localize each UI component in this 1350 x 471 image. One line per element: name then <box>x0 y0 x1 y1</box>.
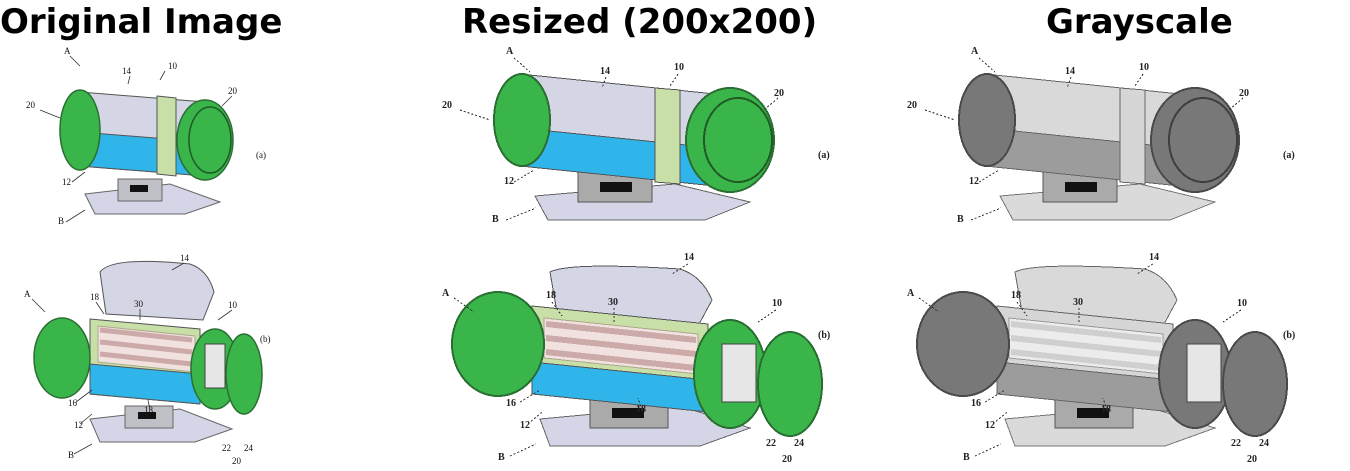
label-18-bottom: 18 <box>144 405 154 415</box>
label-30: 30 <box>608 297 618 308</box>
label-14: 14 <box>1065 66 1075 77</box>
opened-capsule-device-icon <box>916 265 1288 447</box>
grayscale-image-panel: A 14 10 20 20 (a) 12 B <box>905 44 1345 469</box>
caption-a: (a) <box>818 150 830 161</box>
label-b: B <box>957 214 964 225</box>
opened-capsule-device-icon <box>33 260 263 443</box>
heading-original-image: Original Image <box>0 2 283 42</box>
label-18-bottom: 18 <box>636 404 646 415</box>
label-10: 10 <box>1139 62 1149 73</box>
label-22: 22 <box>222 443 231 453</box>
label-20-right: 20 <box>1239 88 1249 99</box>
label-24: 24 <box>1259 438 1269 449</box>
figure-a-pixelated-callouts: A 14 10 20 20 (a) 12 B <box>442 46 830 225</box>
label-18-top: 18 <box>90 292 100 302</box>
label-10: 10 <box>168 61 178 71</box>
figure-b-grayscale-callouts: 14 A 18 30 10 (b) 16 18 12 22 24 20 B <box>907 252 1295 465</box>
label-b-b: B <box>68 450 74 460</box>
caption-a: (a) <box>1283 150 1295 161</box>
label-30: 30 <box>1073 297 1083 308</box>
label-14-b: 14 <box>180 253 190 263</box>
label-18-top: 18 <box>1011 290 1021 301</box>
label-b: B <box>492 214 499 225</box>
label-12: 12 <box>62 177 71 187</box>
label-14-b: 14 <box>684 252 694 263</box>
label-a-b: A <box>907 288 915 299</box>
capsule-device-icon <box>493 73 775 221</box>
label-22: 22 <box>1231 438 1241 449</box>
label-10-b: 10 <box>772 298 782 309</box>
caption-b: (b) <box>1283 330 1295 341</box>
label-20-right: 20 <box>228 86 238 96</box>
label-a: A <box>971 46 979 57</box>
label-18-bottom: 18 <box>1101 404 1111 415</box>
label-14: 14 <box>600 66 610 77</box>
heading-grayscale: Grayscale <box>1046 2 1233 42</box>
capsule-device-icon <box>958 73 1240 221</box>
label-20-b: 20 <box>232 456 242 466</box>
label-a: A <box>506 46 514 57</box>
capsule-device-icon <box>59 89 234 215</box>
opened-capsule-device-icon <box>451 265 823 447</box>
label-20-left: 20 <box>907 100 917 111</box>
label-10-b: 10 <box>228 300 238 310</box>
figure-b-pixelated-callouts: 14 A 18 30 10 (b) 16 18 12 22 24 20 B <box>442 252 830 465</box>
label-12: 12 <box>504 176 514 187</box>
label-b: B <box>58 216 64 226</box>
label-b-b: B <box>963 452 970 463</box>
label-a: A <box>64 46 71 56</box>
figure-a-callouts: A 14 10 20 20 (a) 12 B <box>26 46 266 226</box>
label-b-b: B <box>498 452 505 463</box>
label-12-b: 12 <box>985 420 995 431</box>
label-20-left: 20 <box>442 100 452 111</box>
caption-b: (b) <box>818 330 830 341</box>
label-12-b: 12 <box>74 420 83 430</box>
label-24: 24 <box>244 443 254 453</box>
label-20-left: 20 <box>26 100 36 110</box>
label-16: 16 <box>971 398 981 409</box>
original-image-panel: A 14 10 20 20 (a) 12 B <box>0 44 440 469</box>
caption-a: (a) <box>256 150 266 160</box>
label-14-b: 14 <box>1149 252 1159 263</box>
figure-a-grayscale-callouts: A 14 10 20 20 (a) 12 B <box>907 46 1295 225</box>
label-16: 16 <box>506 398 516 409</box>
resized-image-panel: A 14 10 20 20 (a) 12 B <box>440 44 880 469</box>
label-18-top: 18 <box>546 290 556 301</box>
label-10: 10 <box>674 62 684 73</box>
label-22: 22 <box>766 438 776 449</box>
figure-b-callouts: 14 A 18 30 10 (b) 16 18 12 22 24 20 B <box>24 253 271 466</box>
label-20-b: 20 <box>1247 454 1257 465</box>
label-20-b: 20 <box>782 454 792 465</box>
label-30: 30 <box>134 299 144 309</box>
label-16: 16 <box>68 398 78 408</box>
label-12-b: 12 <box>520 420 530 431</box>
label-a-b: A <box>24 289 31 299</box>
label-a-b: A <box>442 288 450 299</box>
label-20-right: 20 <box>774 88 784 99</box>
label-12: 12 <box>969 176 979 187</box>
label-24: 24 <box>794 438 804 449</box>
heading-resized: Resized (200x200) <box>462 2 818 42</box>
caption-b: (b) <box>260 334 271 344</box>
label-10-b: 10 <box>1237 298 1247 309</box>
label-14: 14 <box>122 66 132 76</box>
